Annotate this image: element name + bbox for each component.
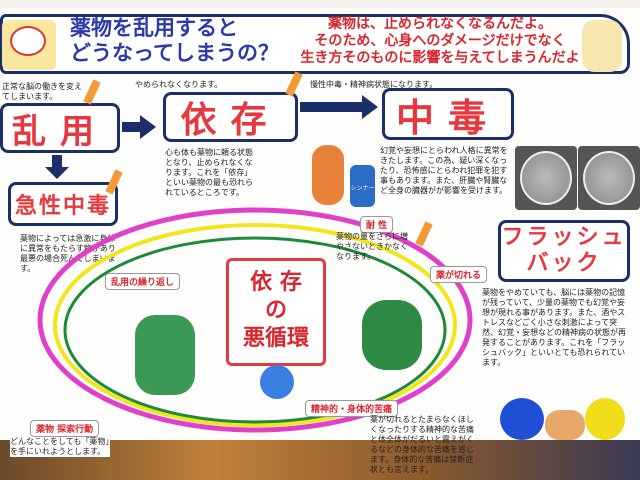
- abuse-note: 正常な脳の働きを変えてしまいます。: [2, 82, 82, 101]
- flashback-person-illustration: [545, 410, 585, 440]
- flashback-box: フラッシュバック: [498, 220, 630, 282]
- search-desc: どんなことをしても「薬物」を手にいれようとします。: [10, 437, 110, 457]
- arrow-right-icon: [362, 95, 378, 119]
- bottle-label: シンナー: [350, 185, 375, 192]
- wearoff-tag: 薬が切れる: [430, 266, 488, 283]
- search-tag: 薬物 探索行動: [30, 420, 100, 437]
- addiction-desc: 幻覚や妄想にとらわれ人格に異常をきたします。この為、疑い深くなったり、恐怖感にと…: [380, 146, 508, 195]
- poster-title: 薬物を乱用するとどうなってしまうの？: [70, 16, 279, 66]
- globe-mascot-illustration: [260, 365, 294, 399]
- arrow-shaft: [122, 122, 140, 132]
- cycle-title-scroll: 依 存の悪循環: [226, 258, 326, 366]
- monster-illustration: [500, 398, 544, 440]
- person-illustration: [312, 145, 344, 205]
- arrow-shaft: [300, 102, 362, 112]
- arrow-right-icon: [140, 115, 156, 139]
- magenta-loop: [37, 207, 473, 433]
- thinner-bottle: シンナー: [350, 165, 375, 207]
- tolerance-tag: 耐 性: [360, 216, 394, 233]
- yellow-loop: [53, 223, 457, 427]
- flashback-desc: 薬物をやめていても、脳には薬物の記憶が残っていて、少量の薬物でも幻覚や妄想が現れ…: [482, 288, 632, 368]
- dependence-desc: 心も体も薬物に頼る状態となり、止められなくなります。これを「依存」といい薬物の最…: [165, 148, 253, 197]
- old-man-illustration: [582, 20, 622, 72]
- suffering-desc: 薬が切れるとたまらなくほしくなったりする精神的な苦痛と体全体がだるいと震えがくる…: [370, 415, 474, 474]
- tolerance-desc: 薬物の量をさらに増やさないときかなくなります。: [336, 232, 408, 261]
- dependence-box: 依存: [163, 92, 298, 142]
- subtitle-line: 薬物は、止められなくなるんだよ。: [328, 16, 552, 32]
- subtitle-line: 生き方そのものに影響を与えてしまうんだよ: [300, 50, 580, 66]
- title-line: 薬物を乱用すると: [70, 16, 238, 40]
- acute-box: 急性中毒: [8, 182, 118, 226]
- title-line: どうなってしまうの？: [70, 41, 279, 65]
- suffering-person-illustration: [362, 300, 422, 370]
- flashback-label: バック: [526, 251, 602, 276]
- brain-scan-image: [515, 146, 577, 210]
- green-loop: [63, 236, 447, 424]
- suffering-tag: 精神的・身体的苦痛: [305, 400, 399, 417]
- brain-scan-image: [578, 146, 640, 210]
- cycle-title: 悪循環: [242, 326, 309, 351]
- arrow-shaft: [52, 155, 62, 167]
- subtitle-line: そのため、心身へのダメージだけでなく: [314, 33, 566, 49]
- acute-desc: 薬物によっては急激に身体に異常をもたらす物があり最悪の場合死んでしまいます。: [20, 234, 116, 273]
- abuse-box: 乱用: [0, 103, 120, 153]
- dependence-note: やめられなくなります。: [135, 80, 223, 89]
- addiction-note: 慢性中毒・精神病状態になります。: [310, 80, 438, 89]
- cycle-title: の: [264, 298, 287, 323]
- title-banner: [0, 14, 630, 74]
- cycle-title: 依 存: [250, 270, 302, 295]
- flashback-label: フラッシュ: [501, 225, 627, 250]
- arrow-down-icon: [45, 167, 69, 179]
- poster-subtitle: 薬物は、止められなくなるんだよ。そのため、心身へのダメージだけでなく生き方そのも…: [285, 16, 595, 67]
- mascot-illustration: [2, 20, 56, 70]
- monster-illustration: [585, 398, 625, 440]
- searching-person-illustration: [135, 315, 195, 395]
- addiction-box: 中毒: [382, 88, 514, 140]
- repeat-tag: 乱用の繰り返し: [105, 273, 181, 290]
